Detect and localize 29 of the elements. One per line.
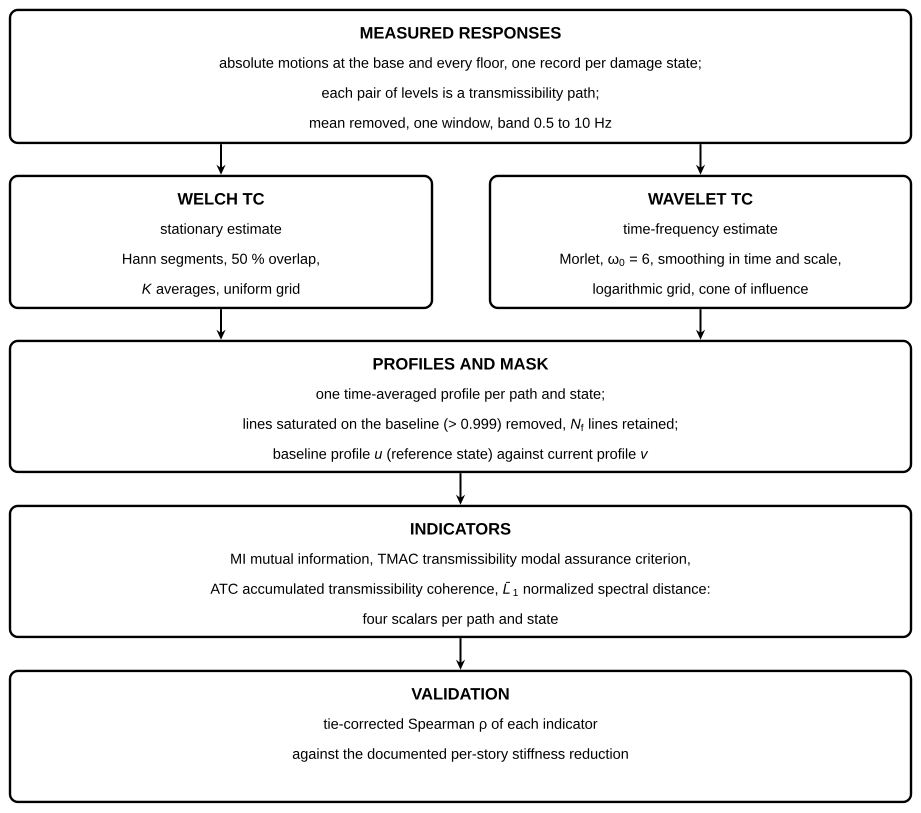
- step-text: time-frequency estimate: [623, 223, 778, 237]
- step-heading: WAVELET TC: [648, 192, 753, 205]
- step-text: each pair of levels is a transmissibility path;: [322, 87, 598, 101]
- step-text: stationary estimate: [160, 223, 282, 237]
- step-box: [8, 504, 912, 638]
- step-text: ATC accumulated transmissibility coherence, L̄$_{1}$ normalized spectral distance:: [210, 582, 710, 597]
- step-text: one time-averaged profile per path and state;: [316, 388, 604, 402]
- step-text: logarithmic grid, cone of influence: [593, 283, 808, 297]
- step-text: Hann segments, 50 % overlap,: [123, 253, 319, 267]
- step-heading: INDICATORS: [411, 522, 510, 535]
- step-text: four scalars per path and state: [362, 613, 558, 627]
- step-text: mean removed, one window, band 0.5 to 10 Hz: [310, 117, 612, 130]
- step-text: MI mutual information, TMAC transmissibility modal assurance criterion,: [231, 553, 690, 567]
- step-text: lines saturated on the baseline (> 0.999) removed, N$_{f}$ lines retained;: [244, 418, 678, 432]
- step-box: [488, 174, 912, 310]
- step-heading: PROFILES AND MASK: [374, 358, 548, 370]
- step-text: K averages, uniform grid: [142, 283, 300, 297]
- step-text: Morlet, ω$_{0}$ = 6, smoothing in time and scale,: [560, 253, 840, 267]
- step-box: [8, 670, 912, 804]
- step-box: [8, 174, 434, 310]
- step-heading: WELCH TC: [178, 192, 264, 205]
- step-text: absolute motions at the base and every floor, one record per damage state;: [220, 57, 701, 71]
- step-box: [8, 340, 912, 474]
- step-heading: MEASURED RESPONSES: [360, 26, 561, 39]
- step-box: [8, 8, 912, 144]
- step-text: tie-corrected Spearman ρ of each indicator: [324, 718, 598, 732]
- step-text: against the documented per-story stiffness reduction: [292, 748, 628, 762]
- step-heading: VALIDATION: [411, 688, 509, 700]
- step-text: baseline profile u (reference state) against current profile v: [274, 448, 648, 462]
